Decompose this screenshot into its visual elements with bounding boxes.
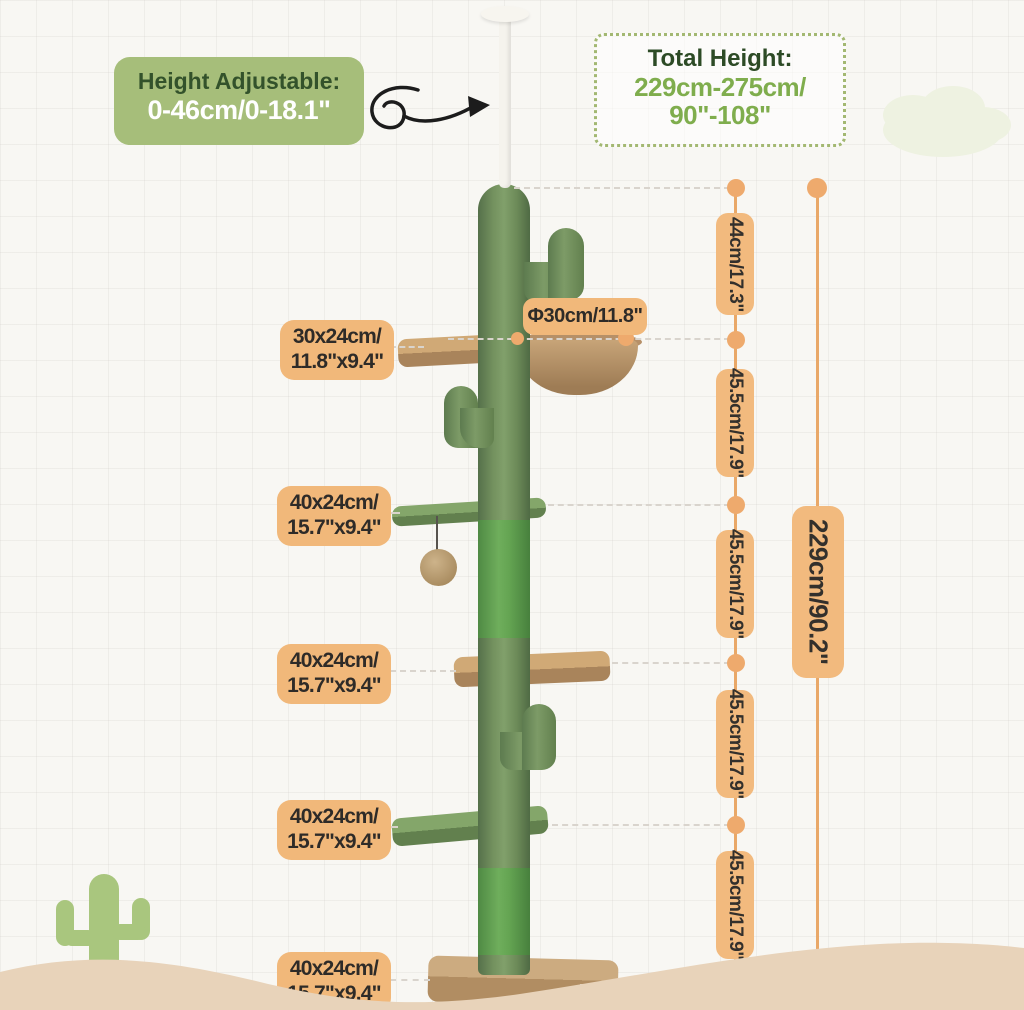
dimension-label-line2: 15.7"x9.4" — [287, 829, 381, 853]
dimension-label-line2: 15.7"x9.4" — [287, 673, 381, 697]
segment-label-1: 44cm/17.3" — [716, 213, 754, 315]
dimension-label-line1: 40x24cm/ — [289, 649, 379, 672]
segment-label-3: 45.5cm/17.9" — [716, 529, 754, 639]
dimension-label-line1: 30x24cm/ — [292, 325, 382, 348]
measure-dot — [727, 654, 745, 672]
hammock — [516, 340, 638, 395]
total-height-label: 229cm/90.2" — [792, 506, 844, 678]
dimension-label-line1: 40x24cm/ — [289, 957, 379, 980]
measure-dot — [727, 331, 745, 349]
dimension-label-line2: 11.8"x9.4" — [290, 349, 384, 373]
toy-pom-pom — [420, 549, 457, 586]
dimension-label-line1: 40x24cm/ — [289, 491, 379, 514]
platform-3 — [453, 650, 611, 688]
dimension-label-perch: 30x24cm/ 11.8"x9.4" — [280, 320, 394, 380]
cactus-arm-upper-right-tip — [548, 228, 584, 300]
connector-label-3 — [390, 670, 456, 672]
curved-arrow — [370, 85, 490, 130]
connector-label-4 — [390, 826, 398, 828]
segment-label-4: 45.5cm/17.9" — [716, 689, 754, 799]
segment-label-5: 45.5cm/17.9" — [716, 850, 754, 960]
cactus-arm-lower-right-tip — [522, 704, 556, 770]
total-height-line2: 90"-108" — [669, 100, 771, 131]
dimension-label-line2: 15.7"x9.4" — [287, 515, 381, 539]
cactus-pole — [478, 184, 530, 975]
total-height-line1: 229cm-275cm/ — [634, 72, 806, 102]
ceiling-mount-disc — [481, 6, 529, 22]
total-dot-top — [807, 178, 827, 198]
guide-line-platform2 — [548, 504, 730, 506]
dimension-label-platform2: 40x24cm/ 15.7"x9.4" — [277, 486, 391, 546]
sisal-scratching-section-upper — [478, 520, 530, 638]
measure-dot — [727, 816, 745, 834]
dimension-label-platform4: 40x24cm/ 15.7"x9.4" — [277, 800, 391, 860]
height-adjustable-value: 0-46cm/0-18.1" — [147, 95, 331, 125]
hammock-diameter-label: Φ30cm/11.8" — [523, 298, 647, 335]
height-adjustable-callout: Height Adjustable: 0-46cm/0-18.1" — [114, 57, 364, 145]
guide-line-platform3 — [612, 662, 730, 664]
measure-dot — [727, 496, 745, 514]
dimension-label-line1: 40x24cm/ — [289, 805, 379, 828]
segment-label-2: 45.5cm/17.9" — [716, 368, 754, 478]
sand-dune-decoration — [0, 942, 1024, 1010]
diameter-dot-left — [511, 332, 524, 345]
toy-string — [436, 516, 438, 553]
guide-line-platform4 — [552, 824, 730, 826]
arrowhead — [468, 96, 490, 117]
dimension-label-platform3: 40x24cm/ 15.7"x9.4" — [277, 644, 391, 704]
total-height-title: Total Height: — [647, 45, 793, 72]
connector-label-2 — [390, 512, 400, 514]
measure-dot — [727, 179, 745, 197]
guide-line-hammock — [448, 338, 730, 340]
guide-line-top — [514, 187, 730, 189]
cactus-arm-middle-left — [460, 408, 494, 448]
connector-label-5 — [390, 979, 430, 981]
connector-label-1 — [390, 346, 424, 348]
sisal-scratching-section-lower — [478, 868, 530, 955]
ceiling-tension-rod — [499, 12, 511, 188]
total-height-callout: Total Height: 229cm-275cm/ 90"-108" — [594, 33, 846, 147]
height-adjustable-title: Height Adjustable: — [137, 68, 341, 94]
cloud-decoration — [883, 86, 1011, 157]
